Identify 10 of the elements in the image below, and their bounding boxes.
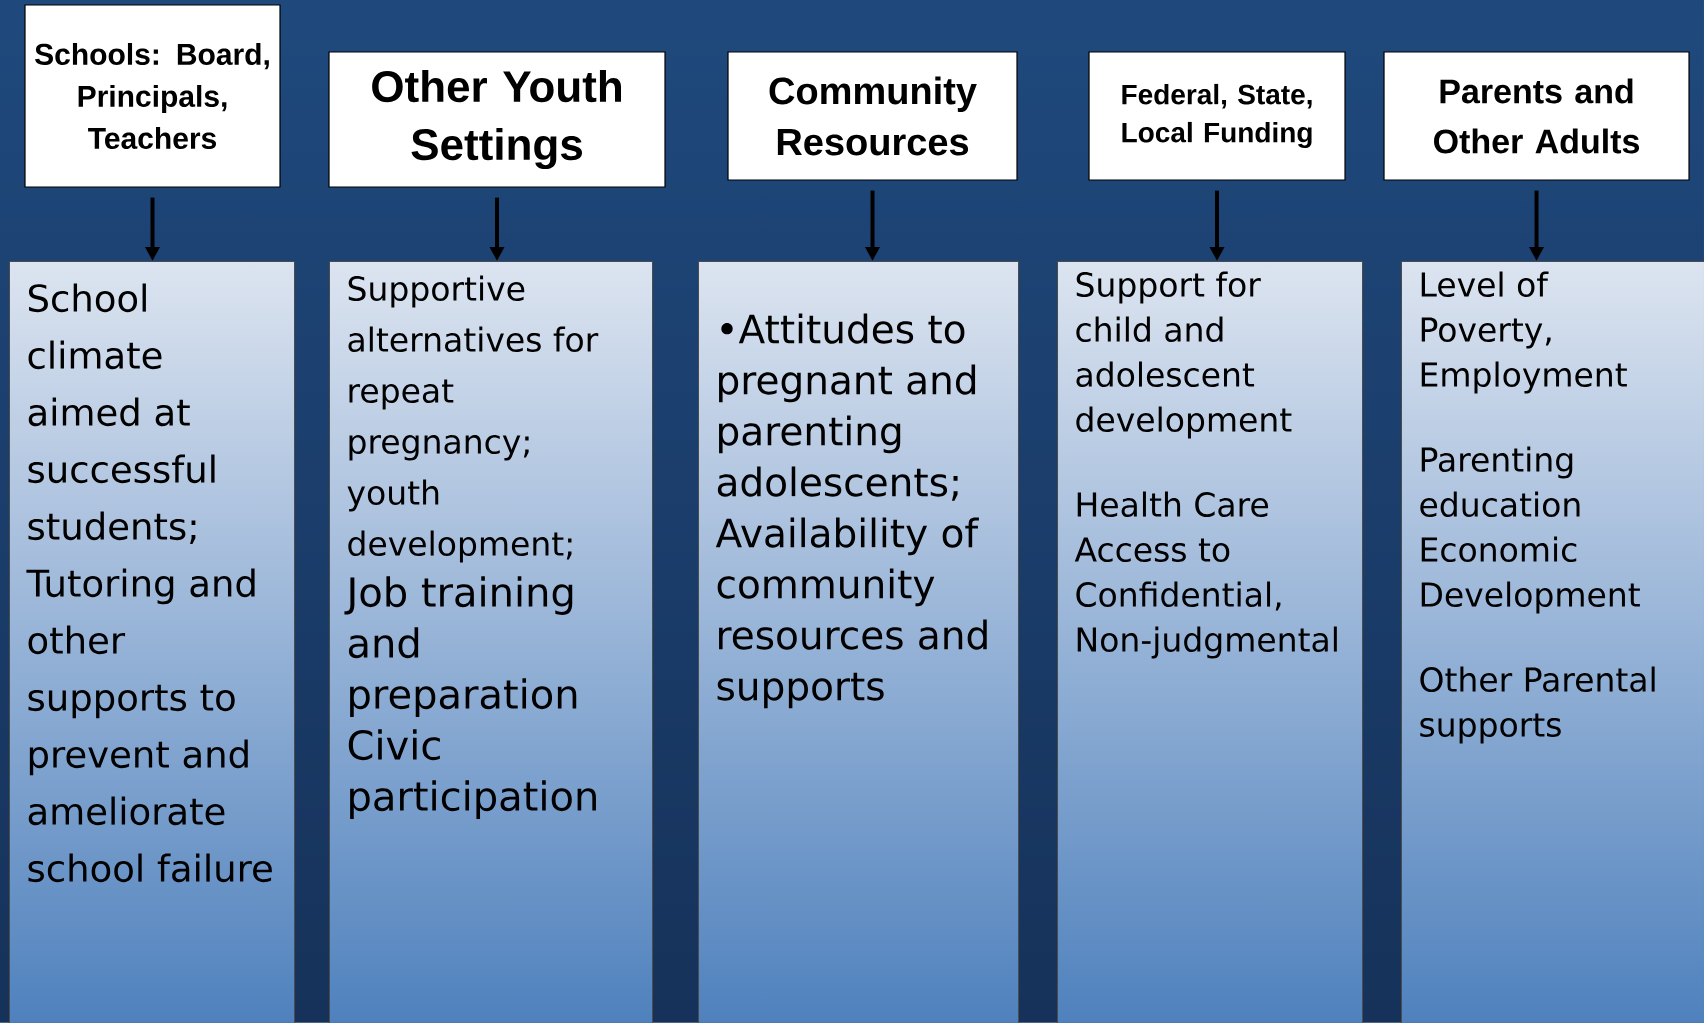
- text-panel: School climate aimed at successful students; Tutoring and other supports to prevent and ameliorate school failure: [9, 261, 295, 1023]
- text-panel: •Attitudes to pregnant and parenting adolescents; Availability of community resources and supports: [698, 261, 1019, 1023]
- header-box: Federal, State, Local Funding: [1088, 51, 1346, 181]
- text-panel: Supportive alternatives for repeat pregnancy; youth development; Job training and preparation Civic participation: [329, 261, 653, 1023]
- header-box: Other Youth Settings: [328, 51, 666, 188]
- header-box: Community Resources: [727, 51, 1018, 181]
- text-panel: Level of Poverty, Employment Parenting education Economic Development Other Parental supports: [1401, 261, 1704, 1023]
- text-panel: Support for child and adolescent development Health Care Access to Confidential, Non-judgmental: [1057, 261, 1363, 1023]
- header-box: Parents and Other Adults: [1383, 51, 1690, 181]
- header-box: Schools: Board, Principals, Teachers: [24, 4, 281, 188]
